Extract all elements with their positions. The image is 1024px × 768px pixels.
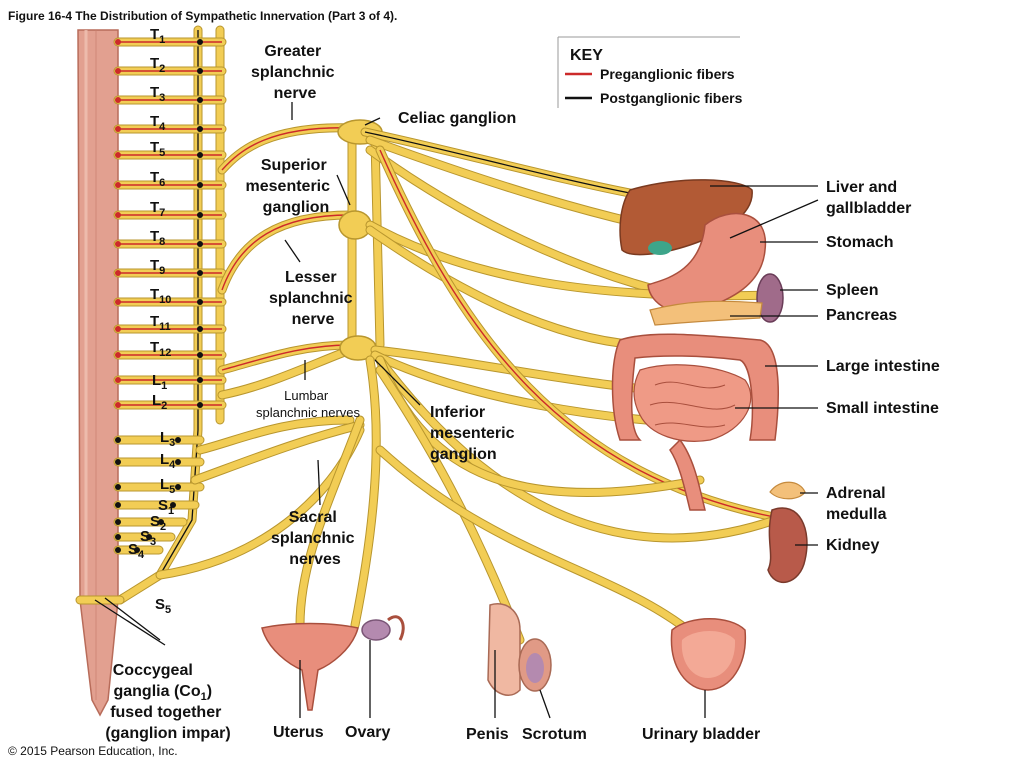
key-postganglionic: Postganglionic fibers [600,90,743,106]
urinary-bladder-shape [670,618,747,691]
spinal-cord [77,29,119,717]
penis-label: Penis [466,726,509,743]
coccygeal-ganglion [75,595,166,646]
segment-label-t2: T2 [150,55,165,75]
spleen-shape [756,273,784,323]
lumbar-splanchnic-label: Lumbar splanchnic nerves [256,388,361,420]
large-intestine-label: Large intestine [826,358,940,375]
spleen-label: Spleen [826,282,878,299]
key-preganglionic: Preganglionic fibers [600,66,735,82]
segment-label-t6: T6 [150,169,165,189]
segment-label-s5: S5 [155,596,171,616]
uterus-shape [261,622,359,711]
key-title: KEY [570,47,603,64]
adrenal-medulla-label: Adrenal medulla [826,485,890,523]
small-intestine-shape [633,364,752,442]
segment-label-t10: T10 [150,286,171,306]
segment-labels: T1T2T3T4T5T6T7T8T9T10T11T12L1L2L3L4L5S1S… [128,26,176,616]
segment-label-t9: T9 [150,257,165,277]
segment-label-l2: L2 [152,392,167,412]
stomach-label: Stomach [826,234,894,251]
lesser-splanchnic-label: Lesser splanchnic nerve [269,269,357,328]
segment-label-t11: T11 [150,313,171,333]
segment-label-t12: T12 [150,339,171,359]
liver-label: Liver and gallbladder [826,179,911,217]
segment-label-t7: T7 [150,199,165,219]
sacral-splanchnic-label: Sacral splanchnic nerves [271,509,359,568]
penis-scrotum-shape [487,603,552,696]
scrotum-label: Scrotum [522,726,587,743]
uterus-label: Uterus [273,724,324,741]
anatomical-labels: Greater splanchnic nerve Celiac ganglion… [105,43,940,743]
coccygeal-ganglia-label: Coccygeal ganglia (Co1) fused together (… [105,662,230,742]
key-legend: KEY Preganglionic fibers Postganglionic … [557,36,743,108]
small-intestine-label: Small intestine [826,400,939,417]
segment-label-s2: S2 [150,513,166,533]
pancreas-label: Pancreas [826,307,897,324]
pancreas-shape [649,300,763,326]
segment-label-t8: T8 [150,228,165,248]
segment-label-t4: T4 [150,113,166,133]
copyright-text: © 2015 Pearson Education, Inc. [8,744,178,758]
segment-label-l4: L4 [160,451,176,471]
segment-label-l5: L5 [160,476,175,496]
kidney-label: Kidney [826,537,879,554]
segment-label-s4: S4 [128,541,145,561]
large-intestine-shape [611,333,780,511]
segment-label-t5: T5 [150,139,165,159]
segment-label-s1: S1 [158,497,174,517]
celiac-ganglion-label: Celiac ganglion [398,110,516,127]
superior-mesenteric-label: Superior mesenteric ganglion [246,157,335,216]
spinal-nerve-roots [113,37,227,555]
inferior-mesenteric-label: Inferior mesenteric ganglion [430,404,519,463]
splanchnic-nerves [155,123,385,580]
segment-label-l1: L1 [152,372,167,392]
leader-lines [284,102,819,719]
greater-splanchnic-label: Greater splanchnic nerve [251,43,339,102]
urinary-bladder-label: Urinary bladder [642,726,760,743]
segment-label-t3: T3 [150,84,165,104]
ovary-shape [361,615,405,641]
segment-label-t1: T1 [150,26,165,46]
kidney-shape [767,507,808,584]
sympathetic-chain [115,25,225,605]
adrenal-shape [769,481,806,500]
segment-label-s3: S3 [140,528,156,548]
segment-label-l3: L3 [160,429,175,449]
figure-caption: Figure 16-4 The Distribution of Sympathe… [8,9,397,23]
ovary-label: Ovary [345,724,390,741]
